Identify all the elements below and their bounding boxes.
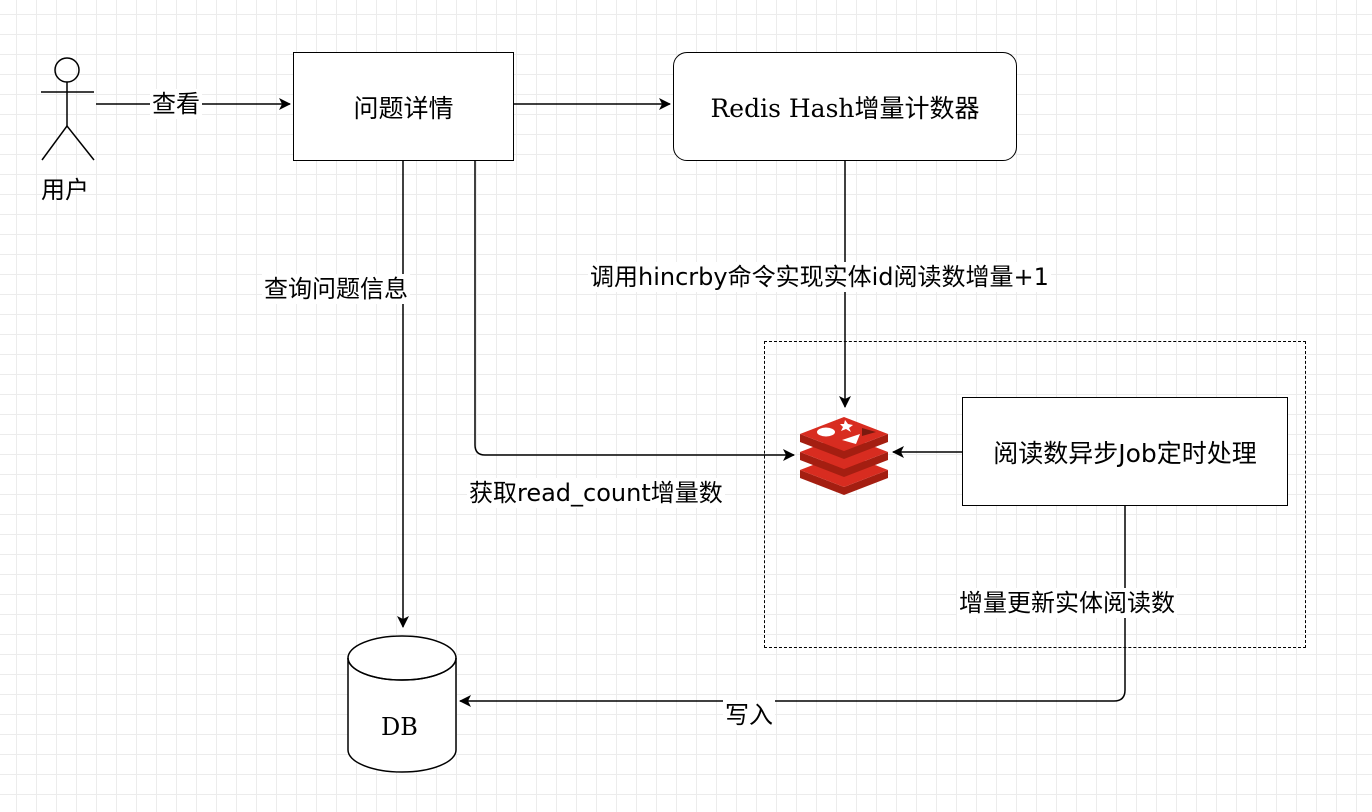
- redis-logo-icon: [800, 417, 888, 495]
- edge-label-get-count: 获取read_count增量数: [467, 478, 725, 508]
- stick-figure-icon: [41, 57, 95, 161]
- redis-hash-counter-label: Redis Hash增量计数器: [710, 93, 980, 123]
- question-detail-node[interactable]: 问题详情: [293, 52, 514, 161]
- edge-label-hincrby: 调用hincrby命令实现实体id阅读数增量+1: [588, 262, 1051, 292]
- edge-get-count: [474, 161, 795, 461]
- edge-write: [459, 506, 1126, 707]
- async-job-label: 阅读数异步Job定时处理: [993, 438, 1257, 468]
- db-cylinder: [347, 635, 457, 773]
- question-detail-label: 问题详情: [353, 93, 454, 123]
- edge-label-view: 查看: [150, 89, 202, 119]
- db-label: DB: [381, 713, 418, 741]
- actor-label: 用户: [41, 176, 89, 204]
- async-job-node[interactable]: 阅读数异步Job定时处理: [962, 397, 1288, 506]
- edge-label-query-info: 查询问题信息: [262, 274, 410, 304]
- async-processing-group: [764, 341, 1306, 648]
- edge-label-update-entity: 增量更新实体阅读数: [957, 588, 1177, 618]
- edge-label-write: 写入: [723, 700, 775, 730]
- redis-hash-counter-node[interactable]: Redis Hash增量计数器: [673, 52, 1017, 161]
